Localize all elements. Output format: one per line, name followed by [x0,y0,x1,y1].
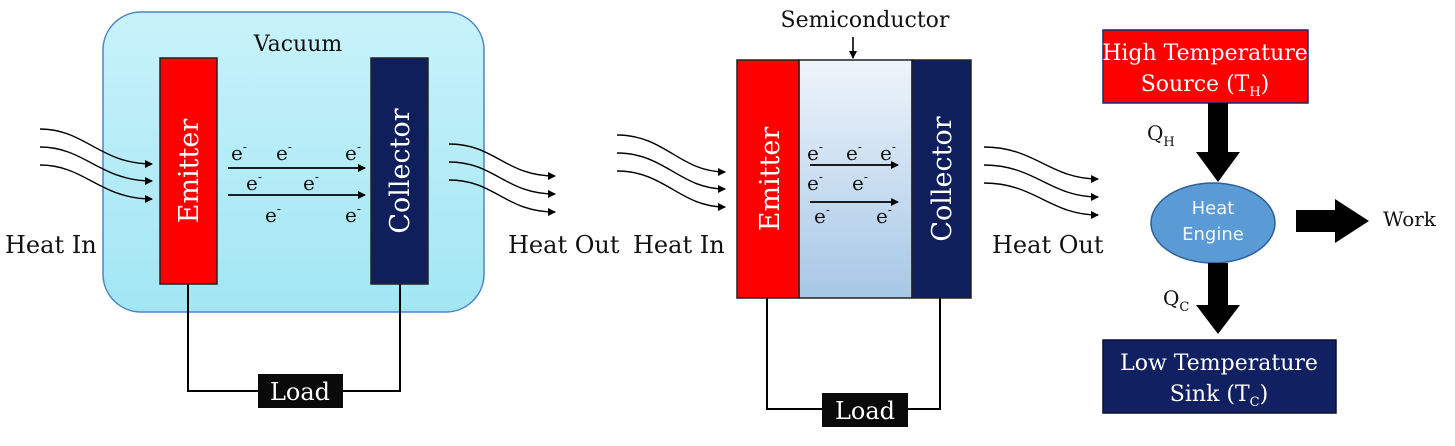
electron-symbol: e- [345,202,361,227]
heat-engine-line2: Engine [1182,224,1244,245]
electron-symbol: e- [814,203,830,228]
heat-in-label: Heat In [633,231,725,259]
electron-symbol: e- [265,202,281,227]
collector-plate [370,57,429,285]
low-temperature-sink-box [1102,339,1337,414]
emitter-label: Emitter [755,127,786,232]
electron-symbol: e- [231,140,247,165]
electron-row-2: e- e- [246,170,319,195]
high-temperature-source-box [1102,29,1309,104]
electron-symbol: e- [807,140,823,165]
electron-row-3: e- e- [265,202,361,227]
emitter-plate [736,59,800,299]
heat-engine-ellipse [1150,182,1276,264]
collector-label: Collector [927,116,958,241]
work-arrow [1296,199,1369,243]
heat-engine-panel: High Temperature Source (TH) QH Heat Eng… [1102,29,1437,414]
electron-symbol: e- [276,140,292,165]
electron-row-1: e- e- e- [807,140,896,165]
electron-symbol: e- [880,140,896,165]
load-box [258,374,343,408]
electron-symbol: e- [246,170,262,195]
load-wire-right [343,284,401,392]
collector-label: Collector [385,108,416,233]
heat-in-arrows [39,128,153,203]
heat-out-label: Heat Out [508,231,620,259]
electron-row-2: e- e- [807,170,868,195]
low-sink-line2: Sink (TC) [1170,382,1268,410]
heat-out-arrows [448,143,556,216]
qc-arrow-shaft [1208,263,1228,308]
load-wire [766,298,822,410]
electron-symbol: e- [876,203,892,228]
qh-label: QH [1147,121,1175,150]
high-source-line2: Source (TH) [1141,72,1270,100]
high-source-line1: High Temperature [1102,41,1308,66]
qc-arrow-head [1196,305,1240,334]
heat-out-label: Heat Out [992,231,1104,259]
work-label: Work [1383,207,1437,231]
emitter-label: Emitter [174,119,205,224]
electron-symbol: e- [846,140,862,165]
qc-label: QC [1163,286,1189,315]
electron-symbol: e- [345,140,361,165]
emitter-plate [159,57,218,285]
heat-in-label: Heat In [5,231,97,259]
heat-out-arrows [983,146,1099,219]
electron-symbol: e- [807,170,823,195]
electron-row-1: e- e- e- [231,140,361,165]
electron-symbol: e- [303,170,319,195]
load-box [822,393,908,427]
load-wire-right [908,298,941,410]
heat-engine-line1: Heat [1192,198,1235,219]
qh-arrow-head [1196,152,1240,182]
vacuum-label: Vacuum [253,32,343,57]
qh-arrow-shaft [1208,103,1228,155]
low-sink-line1: Low Temperature [1120,351,1318,376]
load-label: Load [270,378,330,406]
semiconductor-label: Semiconductor [781,8,950,33]
collector-plate [911,59,972,299]
semiconductor-panel: Semiconductor Load Emitter Collector e- … [616,8,1104,427]
load-label: Load [835,397,895,425]
electron-row-3: e- e- [814,203,892,228]
heat-in-arrows [616,134,726,211]
load-wire [187,284,258,392]
electron-symbol: e- [852,170,868,195]
vacuum-panel: Vacuum Load Emitter Collector e- e- e- e… [5,11,620,408]
